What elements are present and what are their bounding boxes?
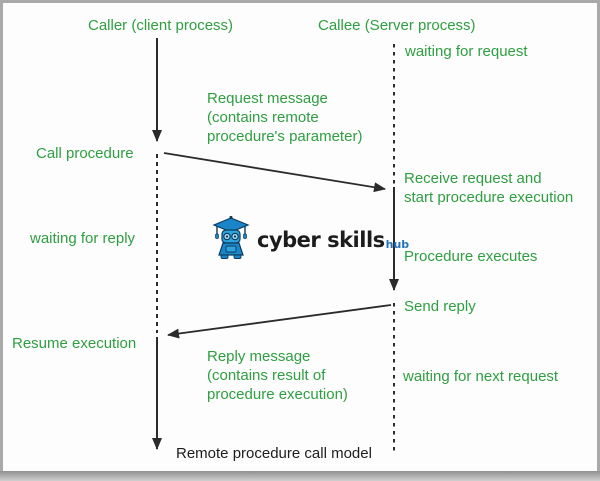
request-message-arrow [163, 152, 386, 193]
resume-execution-label: Resume execution [12, 335, 137, 352]
receive-request-label: Receive request and start procedure exec… [404, 170, 574, 206]
waiting-for-reply-label: waiting for reply [30, 230, 136, 247]
reply-message-arrow [167, 304, 392, 339]
cyber-skills-hub-logo: cyber skills hub [212, 215, 409, 261]
procedure-executes-label: Procedure executes [404, 248, 538, 265]
waiting-for-next-request-label: waiting for next request [403, 368, 559, 385]
call-procedure-label: Call procedure [36, 145, 134, 162]
waiting-for-request-label: waiting for request [405, 43, 528, 60]
frame-bottom-bar [0, 471, 600, 481]
diagram-caption: Remote procedure call model [176, 445, 372, 462]
reply-message-label: Reply message (contains result of proced… [207, 348, 348, 403]
send-reply-label: Send reply [404, 298, 476, 315]
logo-suffix: hub [385, 238, 410, 251]
caller-title: Caller (client process) [88, 17, 234, 34]
request-message-label: Request message (contains remote procedu… [207, 90, 363, 145]
callee-title: Callee (Server process) [318, 17, 476, 34]
logo-wordmark: cyber skills [257, 228, 385, 252]
graduate-robot-icon [212, 216, 250, 259]
